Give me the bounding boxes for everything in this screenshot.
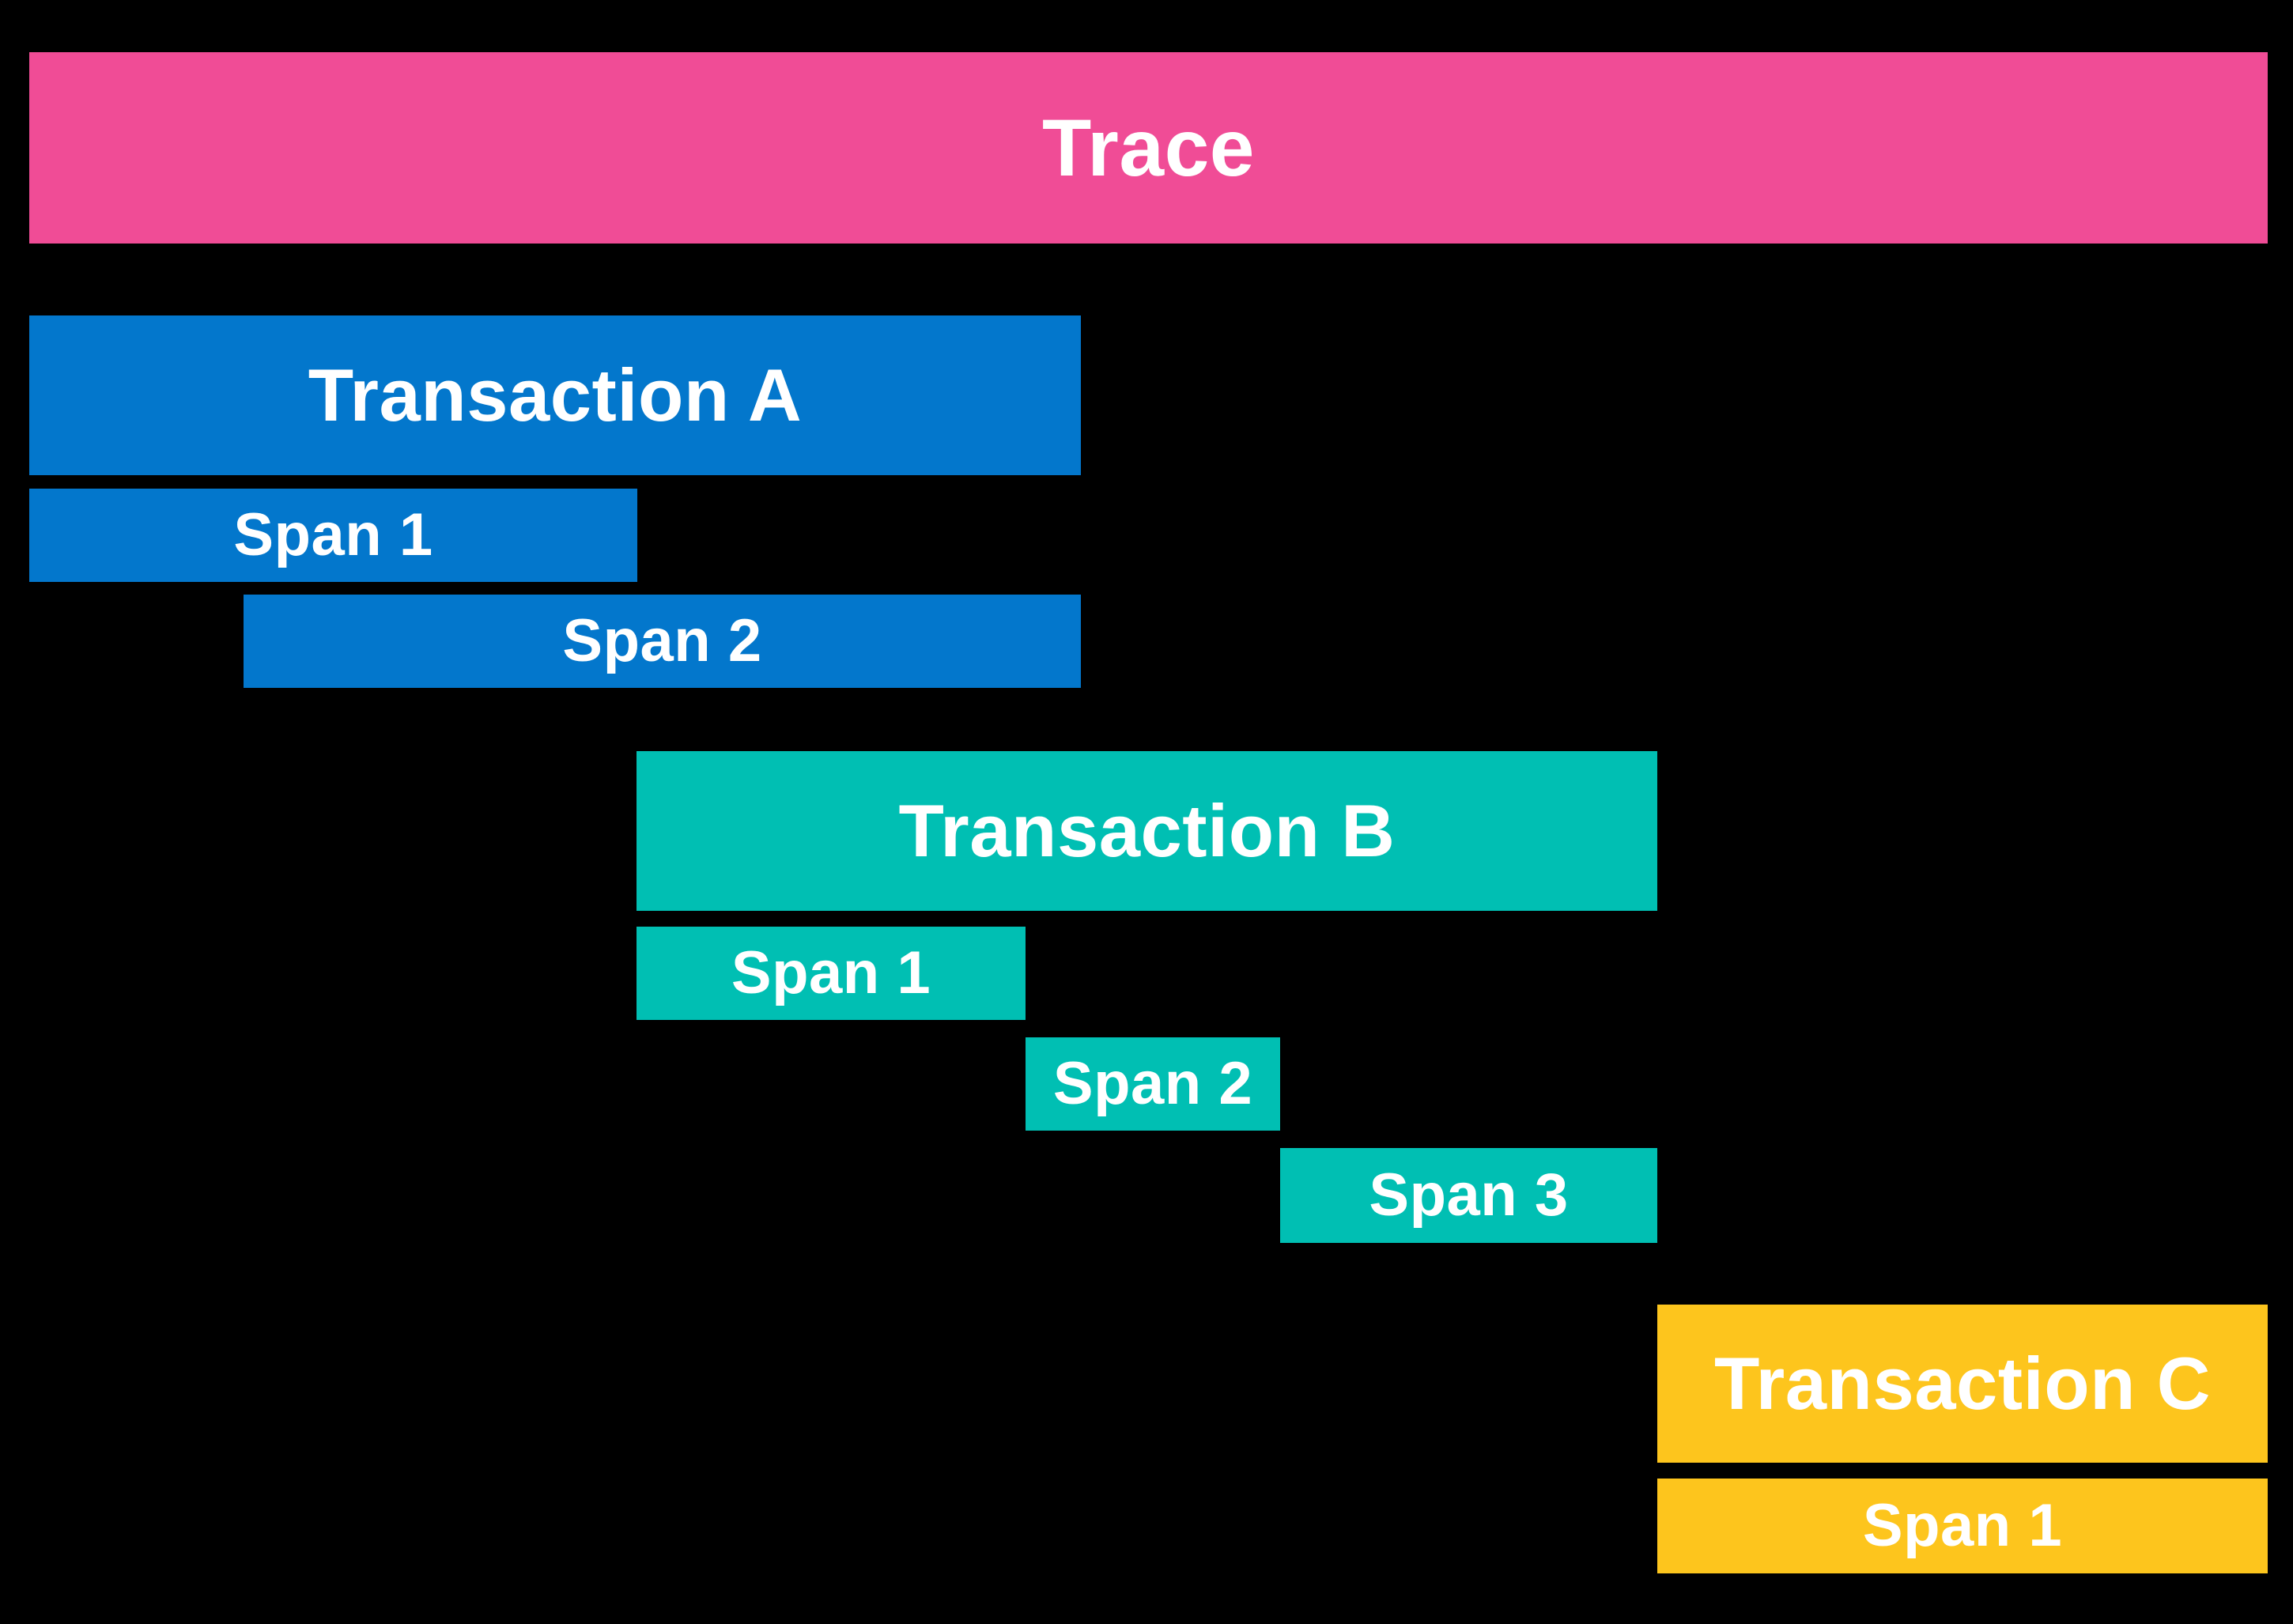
transaction-c-span-1-bar: Span 1 bbox=[1657, 1479, 2268, 1573]
transaction-a-span-2-bar: Span 2 bbox=[244, 595, 1081, 688]
transaction-b-span-1-bar: Span 1 bbox=[637, 927, 1026, 1020]
transaction-b-bar: Transaction B bbox=[637, 751, 1657, 911]
transaction-b-span-2-bar: Span 2 bbox=[1026, 1037, 1280, 1131]
transaction-a-span-1-bar: Span 1 bbox=[29, 489, 637, 582]
transaction-c-bar: Transaction C bbox=[1657, 1305, 2268, 1463]
transaction-b-span-3-bar: Span 3 bbox=[1280, 1148, 1657, 1243]
transaction-a-bar: Transaction A bbox=[29, 315, 1081, 475]
trace-bar: Trace bbox=[29, 52, 2268, 244]
